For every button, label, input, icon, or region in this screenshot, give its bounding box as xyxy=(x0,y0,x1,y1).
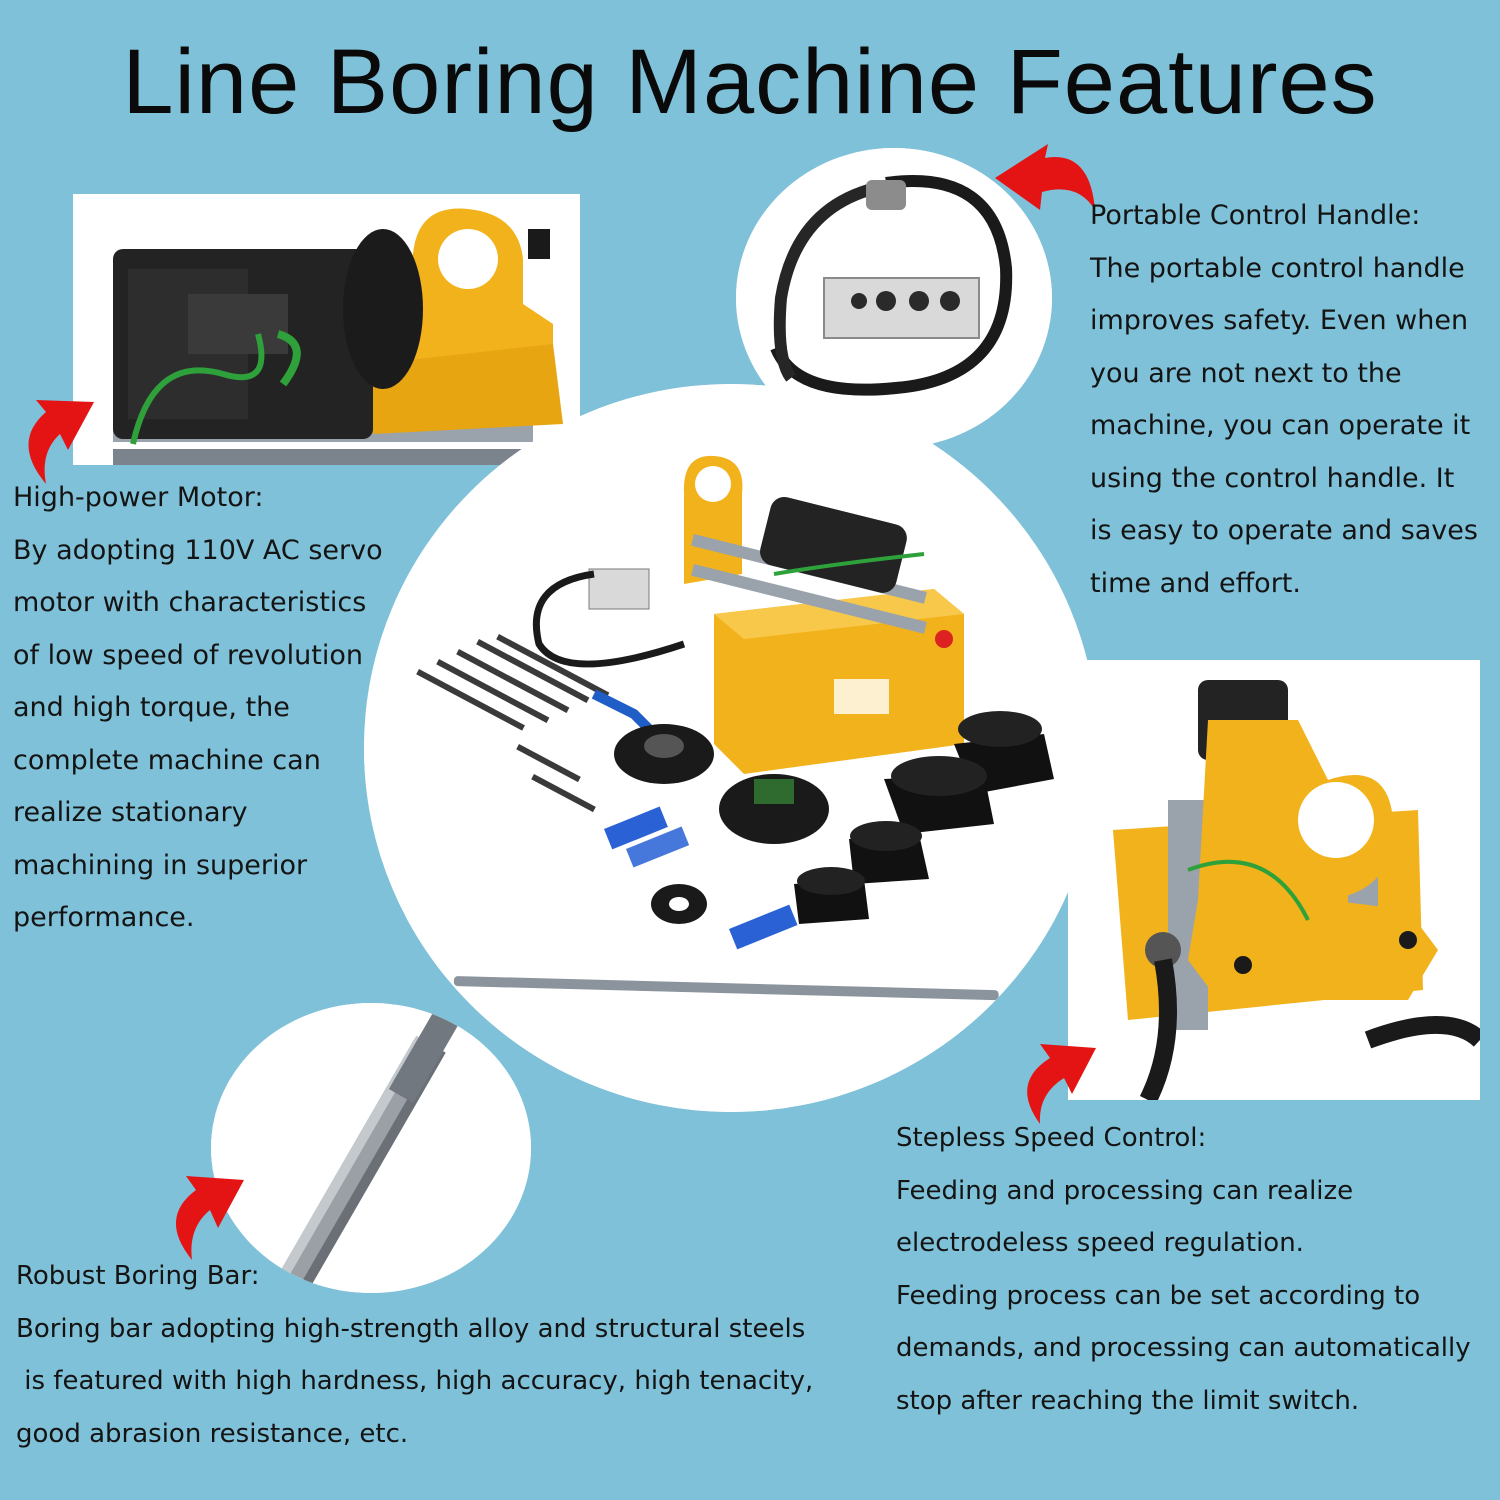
machine-kit-photo xyxy=(364,384,1098,1112)
boring-frame-icon xyxy=(1068,660,1480,1100)
handle-feature-text: Portable Control Handle: The portable co… xyxy=(1090,190,1495,610)
motor-feature-heading: High-power Motor: xyxy=(13,482,264,513)
boring-frame-icon xyxy=(364,384,1098,1112)
bar-feature-text: Robust Boring Bar: Boring bar adopting h… xyxy=(16,1250,876,1460)
red-curved-arrow-icon xyxy=(28,400,94,484)
speed-control-photo xyxy=(1068,660,1480,1100)
red-curved-arrow-icon xyxy=(995,144,1095,210)
motor-feature-text: High-power Motor: By adopting 110V AC se… xyxy=(13,472,383,945)
boring-bar-photo xyxy=(211,1003,531,1293)
page-title: Line Boring Machine Features xyxy=(122,31,1378,133)
speed-feature-heading: Stepless Speed Control: xyxy=(896,1123,1207,1153)
red-curved-arrow-icon xyxy=(1027,1044,1096,1124)
bar-feature-heading: Robust Boring Bar: xyxy=(16,1261,260,1291)
servo-motor-icon xyxy=(73,194,580,465)
motor-photo xyxy=(73,194,580,465)
boring-bar-icon xyxy=(211,1003,531,1293)
handle-feature-heading: Portable Control Handle: xyxy=(1090,200,1421,231)
red-curved-arrow-icon xyxy=(175,1176,244,1260)
speed-feature-text: Stepless Speed Control: Feeding and proc… xyxy=(896,1112,1496,1427)
